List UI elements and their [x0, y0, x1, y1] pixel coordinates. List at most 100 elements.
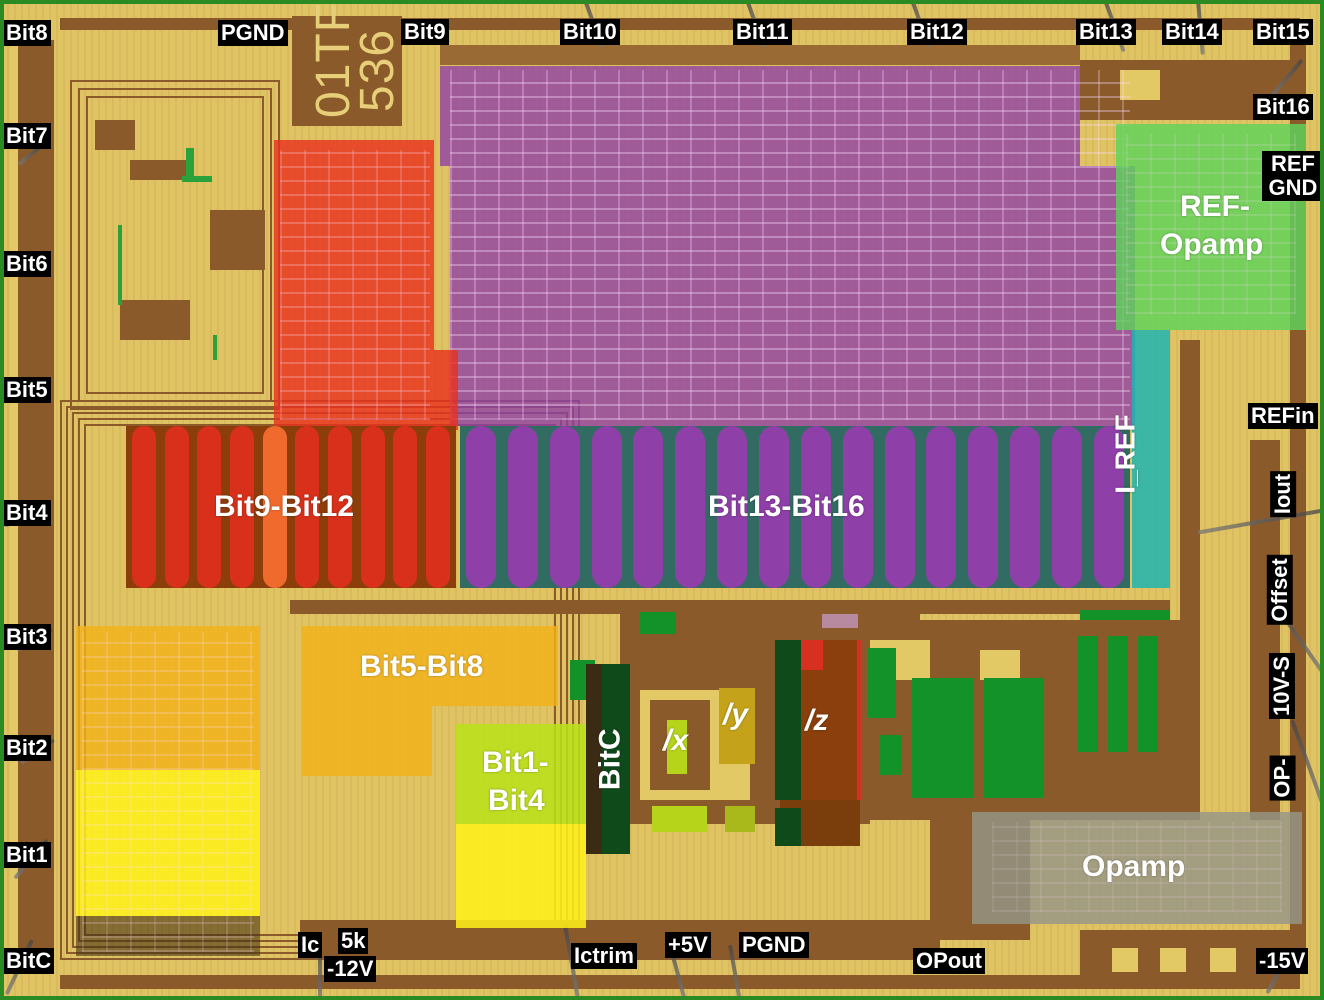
- pad-label-iout: Iout: [1270, 470, 1297, 518]
- region-bit9-bit12-logic-ext: [434, 350, 458, 430]
- green-resistor: [912, 678, 974, 798]
- pad-label-bit2: Bit2: [3, 735, 51, 761]
- region-label-iy: /y: [723, 698, 749, 731]
- analog-block: [210, 210, 265, 270]
- green-resistor: [984, 678, 1044, 798]
- pad-label-bit1: Bit1: [3, 842, 51, 868]
- green-line: [213, 335, 217, 360]
- region-bit13-bit16-logic: [450, 166, 1135, 426]
- bond-pad: [1112, 948, 1138, 972]
- region-iz-dark: [775, 640, 801, 800]
- region-label-bit9-bit12: Bit9-Bit12: [214, 490, 355, 523]
- green-resistor: [868, 648, 896, 718]
- pad-label-bit14: Bit14: [1162, 19, 1222, 45]
- pad-label-bit6: Bit6: [3, 251, 51, 277]
- bond-pad: [1160, 948, 1186, 972]
- top-bus: [440, 45, 1080, 65]
- region-decoder-shadow: [76, 916, 260, 956]
- green-line: [186, 148, 194, 176]
- pad-label-bit8: Bit8: [3, 20, 51, 46]
- opamp-circuit-pattern: [992, 822, 1282, 912]
- pad-label-bit11: Bit11: [733, 19, 792, 45]
- bond-wire: [318, 950, 322, 1000]
- region-bit1-bit4-decoder-upper: [76, 626, 260, 770]
- pink-contact: [822, 614, 858, 628]
- pad-label-opout: OPout: [913, 948, 985, 974]
- pad-label-pgnd-top: PGND: [218, 20, 288, 46]
- pad-label-bit10: Bit10: [560, 19, 620, 45]
- resistor-fingers: [132, 426, 450, 588]
- region-label-i-ref: I_REF: [1109, 414, 1141, 494]
- pad-label-minus-12v: -12V: [324, 956, 377, 982]
- pad-label-ref-gnd: REF GND: [1262, 151, 1324, 201]
- analog-block: [130, 160, 190, 180]
- region-bit5-bit8: Bit5-Bit8: [302, 626, 558, 706]
- pad-label-plus-5v: +5V: [665, 932, 711, 958]
- green-resistor: [725, 806, 755, 832]
- analog-block: [95, 120, 135, 150]
- region-iz-lower-dark: [775, 808, 801, 846]
- green-resistor: [1080, 610, 1170, 620]
- pad-label-bit12: Bit12: [907, 19, 967, 45]
- region-label-iz: /z: [805, 704, 829, 737]
- pad-label-minus-15v: -15V: [1256, 948, 1309, 974]
- green-serpentine-resistor: [1078, 636, 1168, 752]
- region-bit13-bit16: Bit13-Bit16: [460, 426, 1130, 588]
- top-right-inner: [1120, 70, 1160, 100]
- region-bit1-bit4-decoder-lower: [76, 770, 260, 916]
- region-opamp: Opamp: [972, 812, 1302, 924]
- region-label-bit13-bit16: Bit13-Bit16: [708, 490, 865, 523]
- pad-label-5k: 5k: [338, 928, 369, 954]
- mid-bus: [290, 600, 1170, 614]
- green-line: [182, 176, 212, 182]
- die-marking-1: 01TF: [307, 1, 360, 118]
- region-bit1-bit4-lower: [456, 824, 586, 928]
- pad-label-ref-gnd-line1: REF: [1271, 151, 1315, 176]
- pad-label-bit5: Bit5: [3, 377, 51, 403]
- pad-label-10v-s: 10V-S: [1268, 653, 1295, 719]
- pad-label-bit4: Bit4: [3, 500, 51, 526]
- die-marking-2: 536: [351, 28, 404, 112]
- pad-label-bit16: Bit16: [1253, 94, 1313, 120]
- decoder-circuit-pattern: [82, 632, 254, 952]
- green-resistor: [652, 806, 707, 832]
- region-label-ref-opamp-1: REF-: [1180, 190, 1250, 223]
- pad-label-bit9: Bit9: [401, 19, 449, 45]
- pad-label-ic: Ic: [298, 932, 323, 958]
- green-resistor: [640, 612, 676, 634]
- region-ix: /x: [663, 720, 688, 774]
- region-bit1-bit4: Bit1- Bit4: [456, 724, 586, 824]
- region-label-bit5-bit8: Bit5-Bit8: [360, 650, 484, 683]
- right-bus: [1180, 340, 1200, 820]
- pad-label-ictrim: Ictrim: [571, 943, 637, 969]
- bond-pad: [1210, 948, 1236, 972]
- pad-label-bitc: BitC: [3, 948, 55, 974]
- region-iy: /y: [719, 688, 755, 764]
- logic-circuit-pattern: [450, 70, 1130, 420]
- resistor-fingers: [466, 426, 1124, 588]
- region-label-bitc: BitC: [593, 728, 627, 791]
- logic-circuit-pattern: [280, 150, 430, 420]
- iz-contact: [801, 640, 823, 670]
- region-label-bit1-bit4-2: Bit4: [488, 784, 545, 817]
- green-resistor: [880, 735, 902, 775]
- region-label-opamp: Opamp: [1082, 850, 1186, 883]
- pad-label-op-minus: OP-: [1269, 755, 1296, 801]
- marking-pad: [292, 16, 402, 126]
- pad-label-bit3: Bit3: [3, 624, 51, 650]
- bitc-shadow: [586, 664, 602, 854]
- pad-label-bit13: Bit13: [1076, 19, 1136, 45]
- region-iz: /z: [801, 640, 861, 800]
- analog-block: [120, 300, 190, 340]
- resistor-area-gold: [980, 650, 1020, 680]
- pad-label-refin: REFin: [1248, 403, 1318, 429]
- region-bit9-bit12-logic: [274, 140, 434, 430]
- iz-edge: [857, 640, 861, 800]
- green-line: [118, 225, 122, 305]
- region-i-ref: I_REF: [1110, 330, 1170, 588]
- pad-label-ref-gnd-line2: GND: [1268, 175, 1318, 200]
- region-bitc: BitC: [586, 664, 630, 854]
- region-label-ix: /x: [663, 724, 689, 757]
- pad-label-offset: Offset: [1266, 555, 1293, 625]
